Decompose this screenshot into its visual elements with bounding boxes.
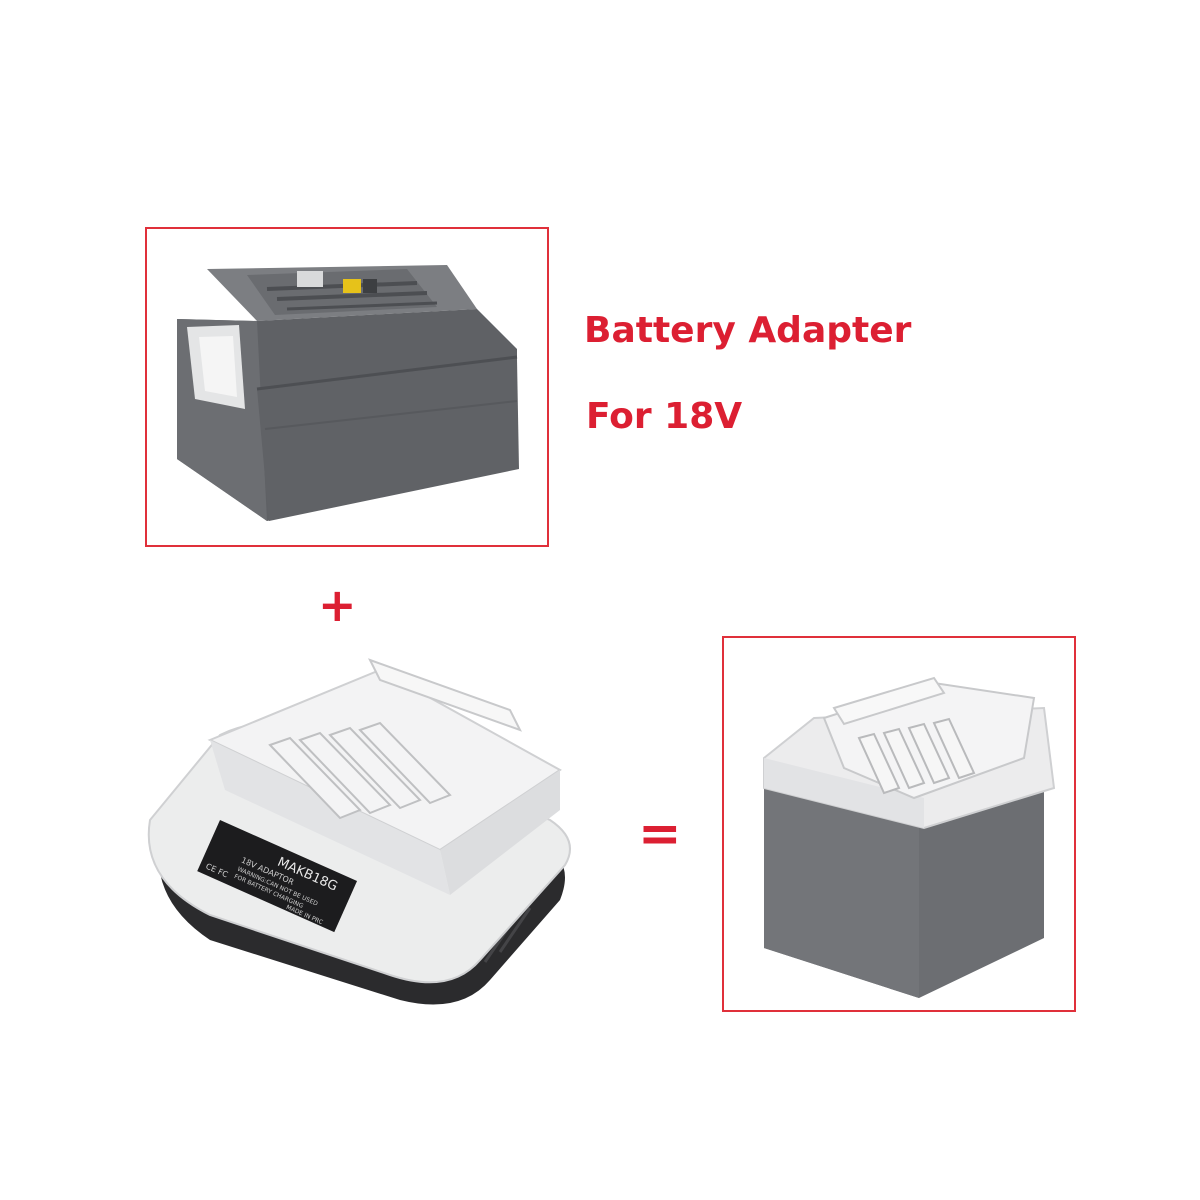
equals-sign: = [638,804,682,864]
heading-line-1: Battery Adapter [584,310,912,351]
result-image-frame [722,636,1076,1012]
heading-line-2: For 18V [586,396,743,437]
battery-image [177,265,519,521]
result-image [763,676,1056,998]
adapter-image: MAKB18G 18V ADAPTOR WARNING:CAN NOT BE U… [147,658,571,1005]
yellow-contact-icon [343,279,361,293]
battery-image-frame [145,227,549,547]
plus-sign: + [318,578,357,632]
